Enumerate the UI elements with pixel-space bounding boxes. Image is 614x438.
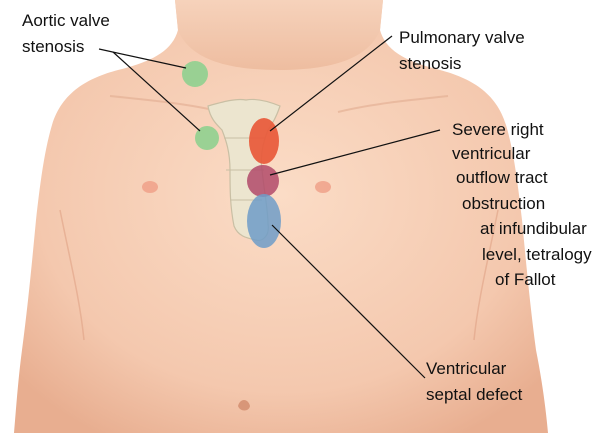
label-rvot-line3: outflow tract [456, 168, 548, 188]
rvot-area [247, 165, 279, 197]
label-rvot-line2: ventricular [452, 144, 530, 164]
label-rvot-line7: of Fallot [495, 270, 555, 290]
label-rvot-line5: at infundibular [480, 219, 587, 239]
nipple-left [142, 181, 158, 193]
pulmonary-area [249, 118, 279, 164]
label-rvot-line6: level, tetralogy [482, 245, 592, 265]
label-aortic-line2: stenosis [22, 37, 84, 57]
label-aortic-line1: Aortic valve [22, 11, 110, 31]
label-rvot-line1: Severe right [452, 120, 544, 140]
nipple-right [315, 181, 331, 193]
aortic-area-upper [182, 61, 208, 87]
label-pulmonary-line2: stenosis [399, 54, 461, 74]
label-pulmonary-line1: Pulmonary valve [399, 28, 525, 48]
label-rvot-line4: obstruction [462, 194, 545, 214]
label-vsd-line2: septal defect [426, 385, 522, 405]
label-vsd-line1: Ventricular [426, 359, 506, 379]
vsd-area [247, 194, 281, 248]
